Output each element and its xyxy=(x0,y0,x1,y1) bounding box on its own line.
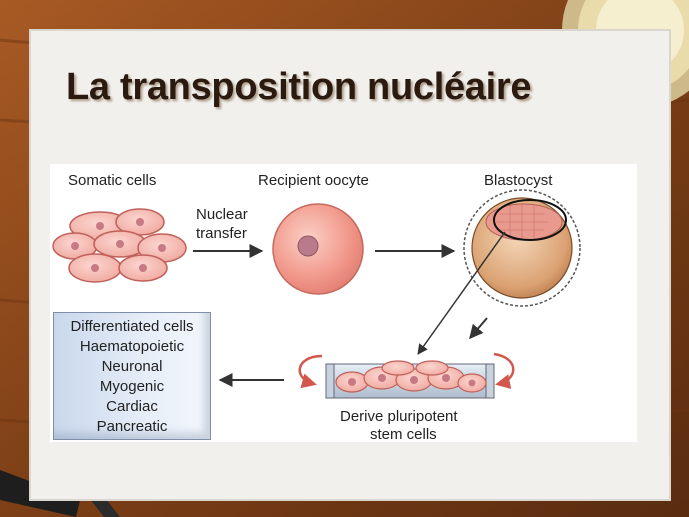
differentiated-item: Myogenic xyxy=(99,378,165,395)
right-passage-arrow xyxy=(493,352,515,389)
differentiated-cells-heading: Differentiated cells xyxy=(70,318,194,335)
differentiated-item: Haematopoietic xyxy=(79,338,185,355)
inner-mass-arrow xyxy=(417,231,506,355)
somatic-cells-illustration xyxy=(52,208,187,283)
slide-title: La transposition nucléaire xyxy=(66,66,532,108)
left-passage-arrow xyxy=(298,354,323,389)
culture-dish-illustration xyxy=(325,360,495,399)
differentiated-item: Cardiac xyxy=(106,398,158,415)
nuclear-transfer-label-line2: transfer xyxy=(196,225,247,242)
blastocyst-illustration xyxy=(463,189,581,307)
blastocyst-label: Blastocyst xyxy=(484,172,553,189)
differentiated-item: Pancreatic xyxy=(96,418,168,435)
differentiated-item: Neuronal xyxy=(101,358,163,375)
blastocyst-to-dish-arrow xyxy=(469,317,488,340)
differentiated-cells-box: Differentiated cells Haematopoietic Neur… xyxy=(53,312,211,440)
nuclear-transfer-label-line1: Nuclear xyxy=(196,206,248,223)
somatic-cells-label: Somatic cells xyxy=(68,172,157,189)
recipient-oocyte-illustration xyxy=(272,203,364,295)
recipient-oocyte-label: Recipient oocyte xyxy=(258,172,369,189)
derive-stem-cells-label-line2: stem cells xyxy=(370,426,437,443)
derive-stem-cells-label-line1: Derive pluripotent xyxy=(340,408,458,425)
